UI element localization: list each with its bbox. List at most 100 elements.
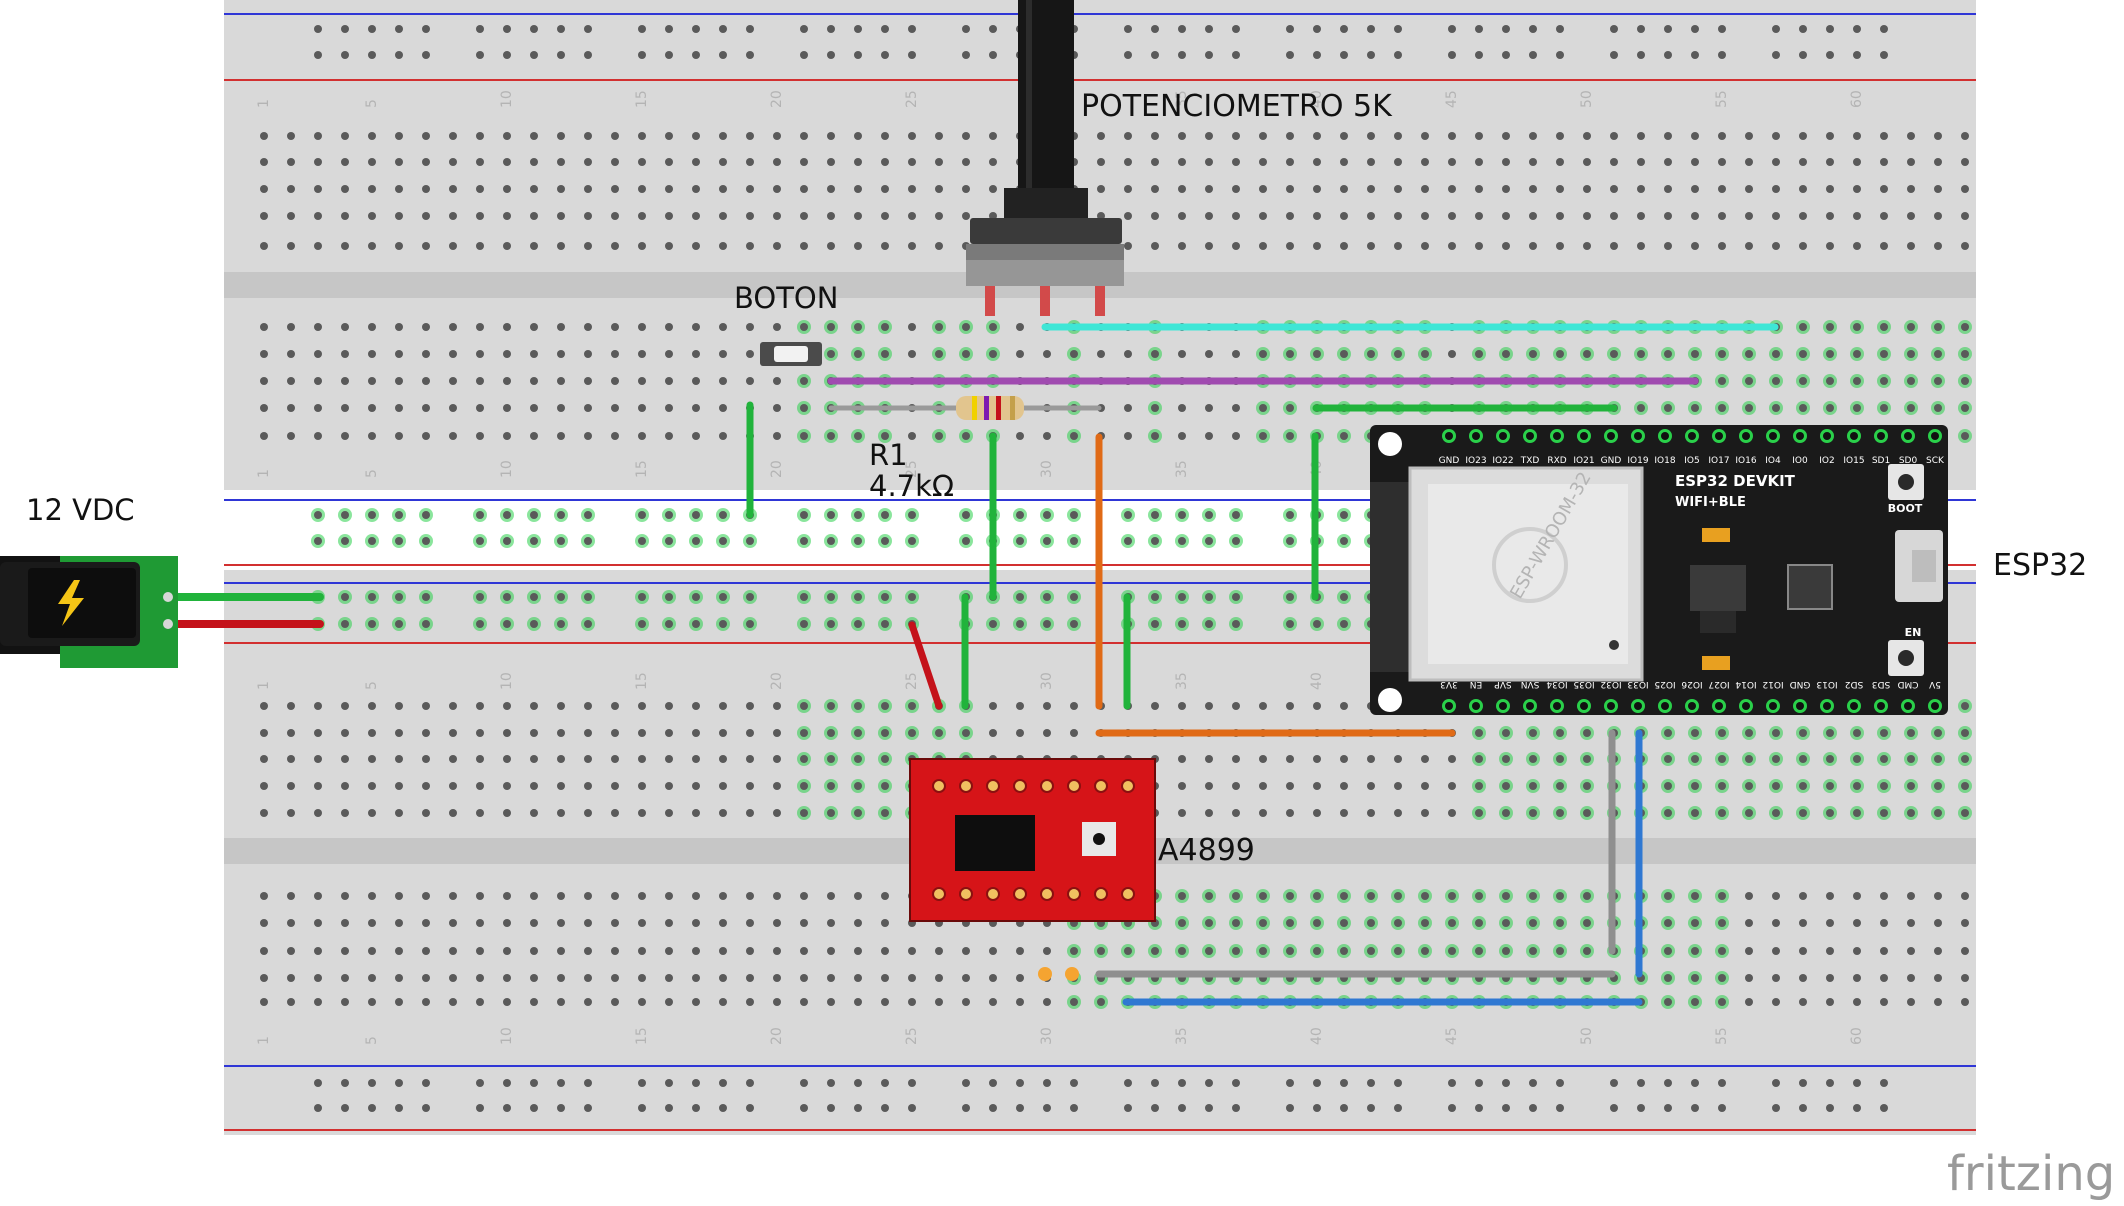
svg-text:30: 30 [1039, 460, 1055, 478]
svg-text:SD2: SD2 [1845, 679, 1863, 689]
svg-text:60: 60 [1849, 1027, 1865, 1045]
label-potentiometer: POTENCIOMETRO 5K [1081, 89, 1393, 124]
svg-text:IO0: IO0 [1792, 456, 1808, 466]
svg-text:IO33: IO33 [1627, 679, 1648, 689]
svg-text:SD3: SD3 [1872, 679, 1890, 689]
svg-text:IO12: IO12 [1762, 679, 1783, 689]
label-driver: A4899 [1158, 833, 1255, 868]
svg-text:CMD: CMD [1897, 679, 1918, 689]
svg-text:55: 55 [1714, 90, 1730, 108]
svg-text:IO27: IO27 [1708, 679, 1729, 689]
svg-text:40: 40 [1309, 672, 1325, 690]
esp32-subtitle: WIFI+BLE [1675, 495, 1746, 510]
svg-text:IO21: IO21 [1573, 456, 1594, 466]
svg-text:35: 35 [1174, 1027, 1190, 1045]
svg-text:20: 20 [769, 460, 785, 478]
svg-text:15: 15 [634, 90, 650, 108]
svg-text:5: 5 [364, 469, 380, 478]
push-button [760, 342, 822, 366]
svg-text:RXD: RXD [1547, 456, 1566, 466]
label-resistor-name: R1 [869, 438, 908, 472]
potentiometer [966, 0, 1124, 316]
esp32-title: ESP32 DEVKIT [1675, 472, 1796, 490]
svg-text:10: 10 [499, 672, 515, 690]
svg-text:50: 50 [1579, 90, 1595, 108]
svg-text:30: 30 [1039, 672, 1055, 690]
svg-text:EN: EN [1470, 679, 1482, 689]
svg-text:25: 25 [904, 672, 920, 690]
svg-text:20: 20 [769, 90, 785, 108]
svg-text:25: 25 [904, 460, 920, 478]
label-resistor-value: 4.7kΩ [869, 469, 954, 503]
svg-text:45: 45 [1444, 90, 1460, 108]
label-12vdc: 12 VDC [26, 493, 135, 527]
svg-text:1: 1 [256, 1036, 272, 1045]
svg-text:IO13: IO13 [1816, 679, 1837, 689]
svg-text:SD0: SD0 [1899, 456, 1918, 466]
svg-text:10: 10 [499, 90, 515, 108]
svg-text:25: 25 [904, 90, 920, 108]
en-button-icon [1898, 650, 1914, 666]
resistor [956, 396, 1024, 420]
svg-text:5: 5 [364, 1036, 380, 1045]
svg-text:IO15: IO15 [1843, 456, 1864, 466]
svg-text:IO35: IO35 [1573, 679, 1594, 689]
svg-text:10: 10 [499, 1027, 515, 1045]
svg-text:GND: GND [1790, 679, 1811, 689]
svg-text:35: 35 [1174, 460, 1190, 478]
svg-text:IO16: IO16 [1735, 456, 1756, 466]
svg-text:15: 15 [634, 1027, 650, 1045]
svg-text:IO22: IO22 [1492, 456, 1513, 466]
svg-text:5: 5 [364, 99, 380, 108]
svg-text:45: 45 [1444, 1027, 1460, 1045]
svg-text:15: 15 [634, 460, 650, 478]
svg-text:SVP: SVP [1494, 679, 1512, 689]
svg-text:SVN: SVN [1521, 679, 1540, 689]
svg-text:20: 20 [769, 672, 785, 690]
lightning-icon [58, 580, 84, 626]
svg-text:10: 10 [499, 460, 515, 478]
fritzing-watermark: fritzing [1947, 1146, 2115, 1202]
svg-text:IO2: IO2 [1819, 456, 1834, 466]
stepper-driver [909, 758, 1156, 922]
svg-text:55: 55 [1714, 1027, 1730, 1045]
svg-text:35: 35 [1174, 672, 1190, 690]
svg-text:IO26: IO26 [1681, 679, 1702, 689]
esp32-en-label: EN [1905, 626, 1922, 639]
svg-text:IO34: IO34 [1546, 679, 1567, 689]
boot-button-icon [1898, 474, 1914, 490]
svg-text:1: 1 [256, 469, 272, 478]
svg-text:IO17: IO17 [1708, 456, 1729, 466]
svg-text:IO18: IO18 [1654, 456, 1675, 466]
svg-text:20: 20 [769, 1027, 785, 1045]
svg-text:IO23: IO23 [1465, 456, 1486, 466]
led [1038, 967, 1079, 981]
svg-text:IO14: IO14 [1735, 679, 1756, 689]
svg-text:SCK: SCK [1926, 456, 1945, 466]
power-jack [0, 556, 178, 668]
svg-text:IO25: IO25 [1654, 679, 1675, 689]
label-button: BOTON [734, 281, 838, 315]
wire-red-driver [908, 621, 943, 710]
svg-text:IO5: IO5 [1684, 456, 1699, 466]
svg-text:40: 40 [1309, 1027, 1325, 1045]
svg-text:3V3: 3V3 [1440, 679, 1458, 689]
svg-text:50: 50 [1579, 1027, 1595, 1045]
svg-text:SD1: SD1 [1872, 456, 1890, 466]
svg-text:40: 40 [1309, 90, 1325, 108]
svg-text:60: 60 [1849, 90, 1865, 108]
wires [174, 323, 1779, 1006]
svg-text:5V: 5V [1928, 679, 1941, 689]
esp32-boot-label: BOOT [1888, 502, 1923, 515]
svg-text:25: 25 [904, 1027, 920, 1045]
svg-text:IO4: IO4 [1765, 456, 1781, 466]
svg-text:GND: GND [1439, 456, 1460, 466]
svg-text:5: 5 [364, 681, 380, 690]
svg-text:GND: GND [1601, 456, 1622, 466]
svg-text:1: 1 [256, 99, 272, 108]
breadboard-holes [260, 25, 1972, 1112]
label-esp32: ESP32 [1993, 548, 2087, 583]
svg-text:IO32: IO32 [1600, 679, 1621, 689]
svg-text:15: 15 [634, 672, 650, 690]
